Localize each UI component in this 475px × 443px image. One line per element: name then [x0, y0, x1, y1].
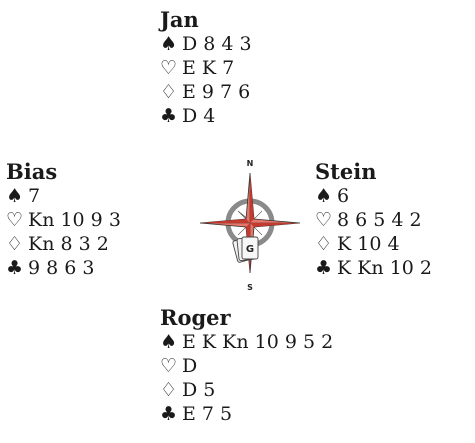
- diamonds-cards-south: D 5: [182, 379, 215, 401]
- club-icon: ♣: [315, 257, 337, 279]
- spade-icon: ♠: [6, 185, 28, 207]
- club-icon: ♣: [6, 257, 28, 279]
- player-name-west: Bias: [6, 161, 121, 185]
- diamonds-cards-east: K 10 4: [337, 233, 400, 255]
- hearts-cards-north: E K 7: [182, 57, 234, 79]
- hand-north: Jan ♠D 8 4 3 ♡E K 7 ♢E 9 7 6 ♣D 4: [160, 9, 252, 129]
- spades-cards-north: D 8 4 3: [182, 33, 252, 55]
- compass-star-west-shade: [200, 219, 250, 223]
- hand-west: Bias ♠7 ♡Kn 10 9 3 ♢Kn 8 3 2 ♣9 8 6 3: [6, 161, 121, 281]
- hearts-cards-east: 8 6 5 4 2: [337, 209, 422, 231]
- diamond-icon: ♢: [6, 233, 28, 255]
- player-name-south: Roger: [160, 307, 333, 331]
- spades-row-south: ♠E K Kn 10 9 5 2: [160, 331, 333, 355]
- clubs-row-north: ♣D 4: [160, 105, 252, 129]
- clubs-cards-east: K Kn 10 2: [337, 257, 432, 279]
- player-name-north: Jan: [160, 9, 252, 33]
- spades-row-north: ♠D 8 4 3: [160, 33, 252, 57]
- compass-center-label: G: [246, 244, 254, 255]
- compass-north-label: N: [247, 159, 254, 168]
- diamonds-row-east: ♢K 10 4: [315, 233, 432, 257]
- club-icon: ♣: [160, 105, 182, 127]
- clubs-row-west: ♣9 8 6 3: [6, 257, 121, 281]
- spade-icon: ♠: [315, 185, 337, 207]
- clubs-cards-south: E 7 5: [182, 403, 232, 425]
- spades-row-east: ♠6: [315, 185, 432, 209]
- heart-icon: ♡: [160, 57, 182, 79]
- club-icon: ♣: [160, 403, 182, 425]
- player-name-east: Stein: [315, 161, 432, 185]
- clubs-row-south: ♣E 7 5: [160, 403, 333, 427]
- diamonds-row-south: ♢D 5: [160, 379, 333, 403]
- spades-cards-south: E K Kn 10 9 5 2: [182, 331, 333, 353]
- hearts-row-south: ♡D: [160, 355, 333, 379]
- hearts-row-north: ♡E K 7: [160, 57, 252, 81]
- clubs-row-east: ♣K Kn 10 2: [315, 257, 432, 281]
- clubs-cards-west: 9 8 6 3: [28, 257, 94, 279]
- heart-icon: ♡: [315, 209, 337, 231]
- card-stack-icon: G: [232, 237, 258, 263]
- hearts-cards-south: D: [182, 355, 197, 377]
- spades-row-west: ♠7: [6, 185, 121, 209]
- diamond-icon: ♢: [315, 233, 337, 255]
- spade-icon: ♠: [160, 33, 182, 55]
- spades-cards-west: 7: [28, 185, 40, 207]
- hearts-cards-west: Kn 10 9 3: [28, 209, 121, 231]
- compass-rose: G N S V Ø: [200, 153, 300, 293]
- compass-star-north-shade: [250, 173, 254, 223]
- diamonds-row-north: ♢E 9 7 6: [160, 81, 252, 105]
- spades-cards-east: 6: [337, 185, 349, 207]
- diamond-icon: ♢: [160, 379, 182, 401]
- hearts-row-east: ♡8 6 5 4 2: [315, 209, 432, 233]
- hand-south: Roger ♠E K Kn 10 9 5 2 ♡D ♢D 5 ♣E 7 5: [160, 307, 333, 427]
- diamonds-row-west: ♢Kn 8 3 2: [6, 233, 121, 257]
- heart-icon: ♡: [6, 209, 28, 231]
- spade-icon: ♠: [160, 331, 182, 353]
- hearts-row-west: ♡Kn 10 9 3: [6, 209, 121, 233]
- compass-star-east-shade: [250, 223, 300, 227]
- diamond-icon: ♢: [160, 81, 182, 103]
- hand-east: Stein ♠6 ♡8 6 5 4 2 ♢K 10 4 ♣K Kn 10 2: [315, 161, 432, 281]
- diamonds-cards-north: E 9 7 6: [182, 81, 250, 103]
- clubs-cards-north: D 4: [182, 105, 215, 127]
- diamonds-cards-west: Kn 8 3 2: [28, 233, 109, 255]
- compass-south-label: S: [247, 283, 253, 292]
- heart-icon: ♡: [160, 355, 182, 377]
